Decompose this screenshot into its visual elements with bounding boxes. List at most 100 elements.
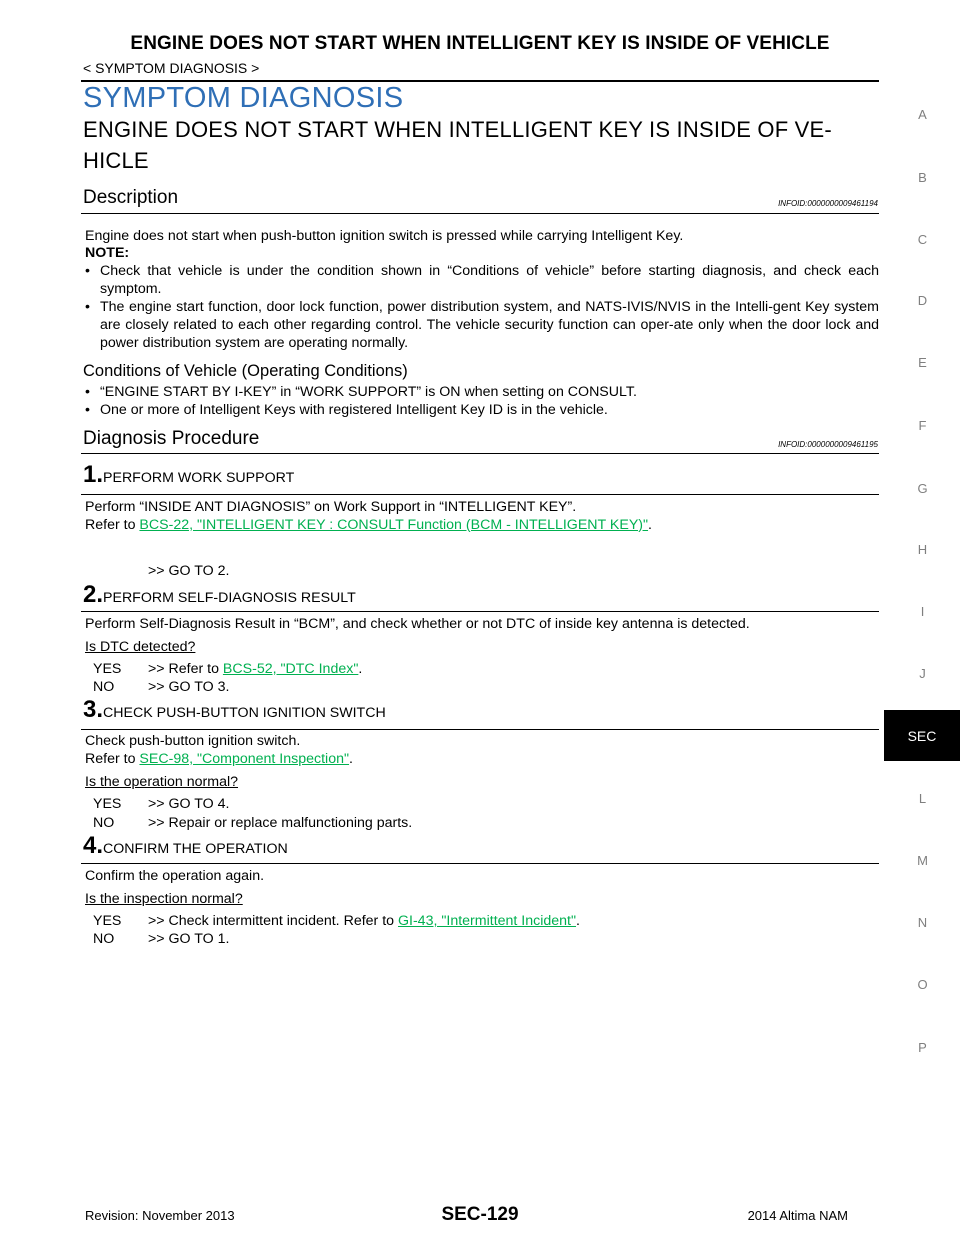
step-3-yes: YES >> GO TO 4. [93,796,230,812]
sec-98-link[interactable]: SEC-98, "Component Inspection" [139,751,350,767]
step-4-label: CONFIRM THE OPERATION [103,841,288,857]
yes-key: YES [93,796,122,812]
no-key: NO [93,679,115,695]
no-key: NO [93,931,115,947]
index-tab-l[interactable]: L [918,791,927,806]
bullet-dot: • [85,263,90,279]
step-1-number: 1. [83,461,104,488]
description-intro: Engine does not start when push-button i… [85,228,684,244]
refer-prefix: Refer to [85,517,140,533]
step-4-text: Confirm the operation again. [85,868,265,884]
step-3-rule [81,729,879,730]
yes-prefix: >> Check intermittent incident. Refer to [148,913,398,929]
index-tab-e[interactable]: E [918,355,927,370]
step-1-header: 1.PERFORM WORK SUPPORT [83,461,294,489]
no-key: NO [93,815,115,831]
bcs-22-link[interactable]: BCS-22, "INTELLIGENT KEY : CONSULT Funct… [139,517,649,533]
yes-prefix: >> Refer to [148,661,223,677]
index-tab-d[interactable]: D [917,293,928,308]
bullet-dot: • [85,299,90,315]
note-label: NOTE: [85,245,130,261]
page-header-title: ENGINE DOES NOT START WHEN INTELLIGENT K… [130,33,830,54]
procedure-rule [81,453,879,454]
step-1-goto: >> GO TO 2. [148,563,230,579]
footer-revision: Revision: November 2013 [85,1208,235,1223]
yes-key: YES [93,661,122,677]
step-4-number: 4. [83,832,104,859]
step-3-text: Check push-button ignition switch. [85,733,301,749]
index-tab-a[interactable]: A [918,107,927,122]
index-tab-j[interactable]: J [919,666,926,681]
gi-43-link[interactable]: GI-43, "Intermittent Incident" [397,913,577,929]
conditions-heading: Conditions of Vehicle (Operating Conditi… [83,362,408,380]
step-2-header: 2.PERFORM SELF-DIAGNOSIS RESULT [83,581,356,609]
step-3-header: 3.CHECK PUSH-BUTTON IGNITION SWITCH [83,696,386,724]
yes-suffix: . [576,913,580,929]
step-3-question: Is the operation normal? [85,774,239,790]
index-tab-h[interactable]: H [917,542,928,557]
refer-suffix: . [648,517,652,533]
subtitle-line-1: ENGINE DOES NOT START WHEN INTELLIGENT K… [83,117,832,142]
step-2-yes: YES >> Refer to BCS-52, "DTC Index". [93,661,362,677]
index-tab-c[interactable]: C [917,232,928,247]
step-4-header: 4.CONFIRM THE OPERATION [83,832,288,860]
index-tab-p[interactable]: P [918,1040,927,1055]
yes-key: YES [93,913,122,929]
step-4-yes: YES >> Check intermittent incident. Refer… [93,913,580,929]
description-rule [81,213,879,214]
index-tab-o[interactable]: O [917,977,928,992]
description-infoid: INFOID:0000000009461194 [778,199,878,208]
step-3-label: CHECK PUSH-BUTTON IGNITION SWITCH [103,705,386,721]
index-tab-n[interactable]: N [917,915,928,930]
description-heading: Description [83,187,179,208]
index-tab-m[interactable]: M [917,853,928,868]
step-2-no: NO >> GO TO 3. [93,679,230,695]
step-1-text: Perform “INSIDE ANT DIAGNOSIS” on Work S… [85,499,577,515]
note-bullet-2: • The engine start function, door lock f… [85,298,879,352]
procedure-heading: Diagnosis Procedure [83,428,260,449]
bcs-52-link[interactable]: BCS-52, "DTC Index" [222,661,359,677]
condition-bullet-2-text: One or more of Intelligent Keys with reg… [100,402,608,418]
step-3-no: NO >> Repair or replace malfunctioning pa… [93,815,412,831]
subtitle-line-2: HICLE [83,148,149,173]
step-1-refer: Refer to BCS-22, "INTELLIGENT KEY : CONS… [85,517,652,533]
index-tab-i[interactable]: I [920,604,925,619]
section-title: SYMPTOM DIAGNOSIS [83,82,404,114]
step-2-number: 2. [83,581,104,608]
no-text: >> GO TO 3. [148,679,230,695]
index-tab-sec-active[interactable]: SEC [884,710,960,761]
index-tab-g[interactable]: G [917,481,928,496]
header-rule [81,80,879,82]
refer-suffix: . [349,751,353,767]
no-text: >> GO TO 1. [148,931,230,947]
bullet-dot: • [85,402,90,418]
condition-bullet-1: • “ENGINE START BY I-KEY” in “WORK SUPPO… [85,383,879,401]
breadcrumb: < SYMPTOM DIAGNOSIS > [83,60,260,76]
no-text: >> Repair or replace malfunctioning part… [148,815,413,831]
step-3-refer: Refer to SEC-98, "Component Inspection". [85,751,353,767]
step-2-question: Is DTC detected? [85,639,196,655]
footer-model: 2014 Altima NAM [747,1208,848,1223]
note-bullet-2-text: The engine start function, door lock fun… [100,299,879,351]
step-1-rule [81,494,879,495]
step-2-rule [81,611,879,612]
yes-text: >> GO TO 4. [148,796,230,812]
index-tab-b[interactable]: B [918,170,927,185]
condition-bullet-2: • One or more of Intelligent Keys with r… [85,401,879,419]
step-4-rule [81,863,879,864]
note-bullet-1-text: Check that vehicle is under the conditio… [100,263,879,297]
note-bullet-1: • Check that vehicle is under the condit… [85,262,879,298]
procedure-infoid: INFOID:0000000009461195 [778,440,878,449]
step-1-label: PERFORM WORK SUPPORT [103,470,295,486]
step-4-question: Is the inspection normal? [85,891,243,907]
condition-bullet-1-text: “ENGINE START BY I-KEY” in “WORK SUPPORT… [100,384,637,400]
step-2-text: Perform Self-Diagnosis Result in “BCM”, … [85,616,750,632]
step-2-label: PERFORM SELF-DIAGNOSIS RESULT [103,590,356,606]
refer-prefix: Refer to [85,751,140,767]
step-3-number: 3. [83,696,104,723]
page-number: SEC-129 [441,1204,519,1225]
step-4-no: NO >> GO TO 1. [93,931,230,947]
index-tab-f[interactable]: F [918,418,927,433]
bullet-dot: • [85,384,90,400]
yes-suffix: . [358,661,363,677]
